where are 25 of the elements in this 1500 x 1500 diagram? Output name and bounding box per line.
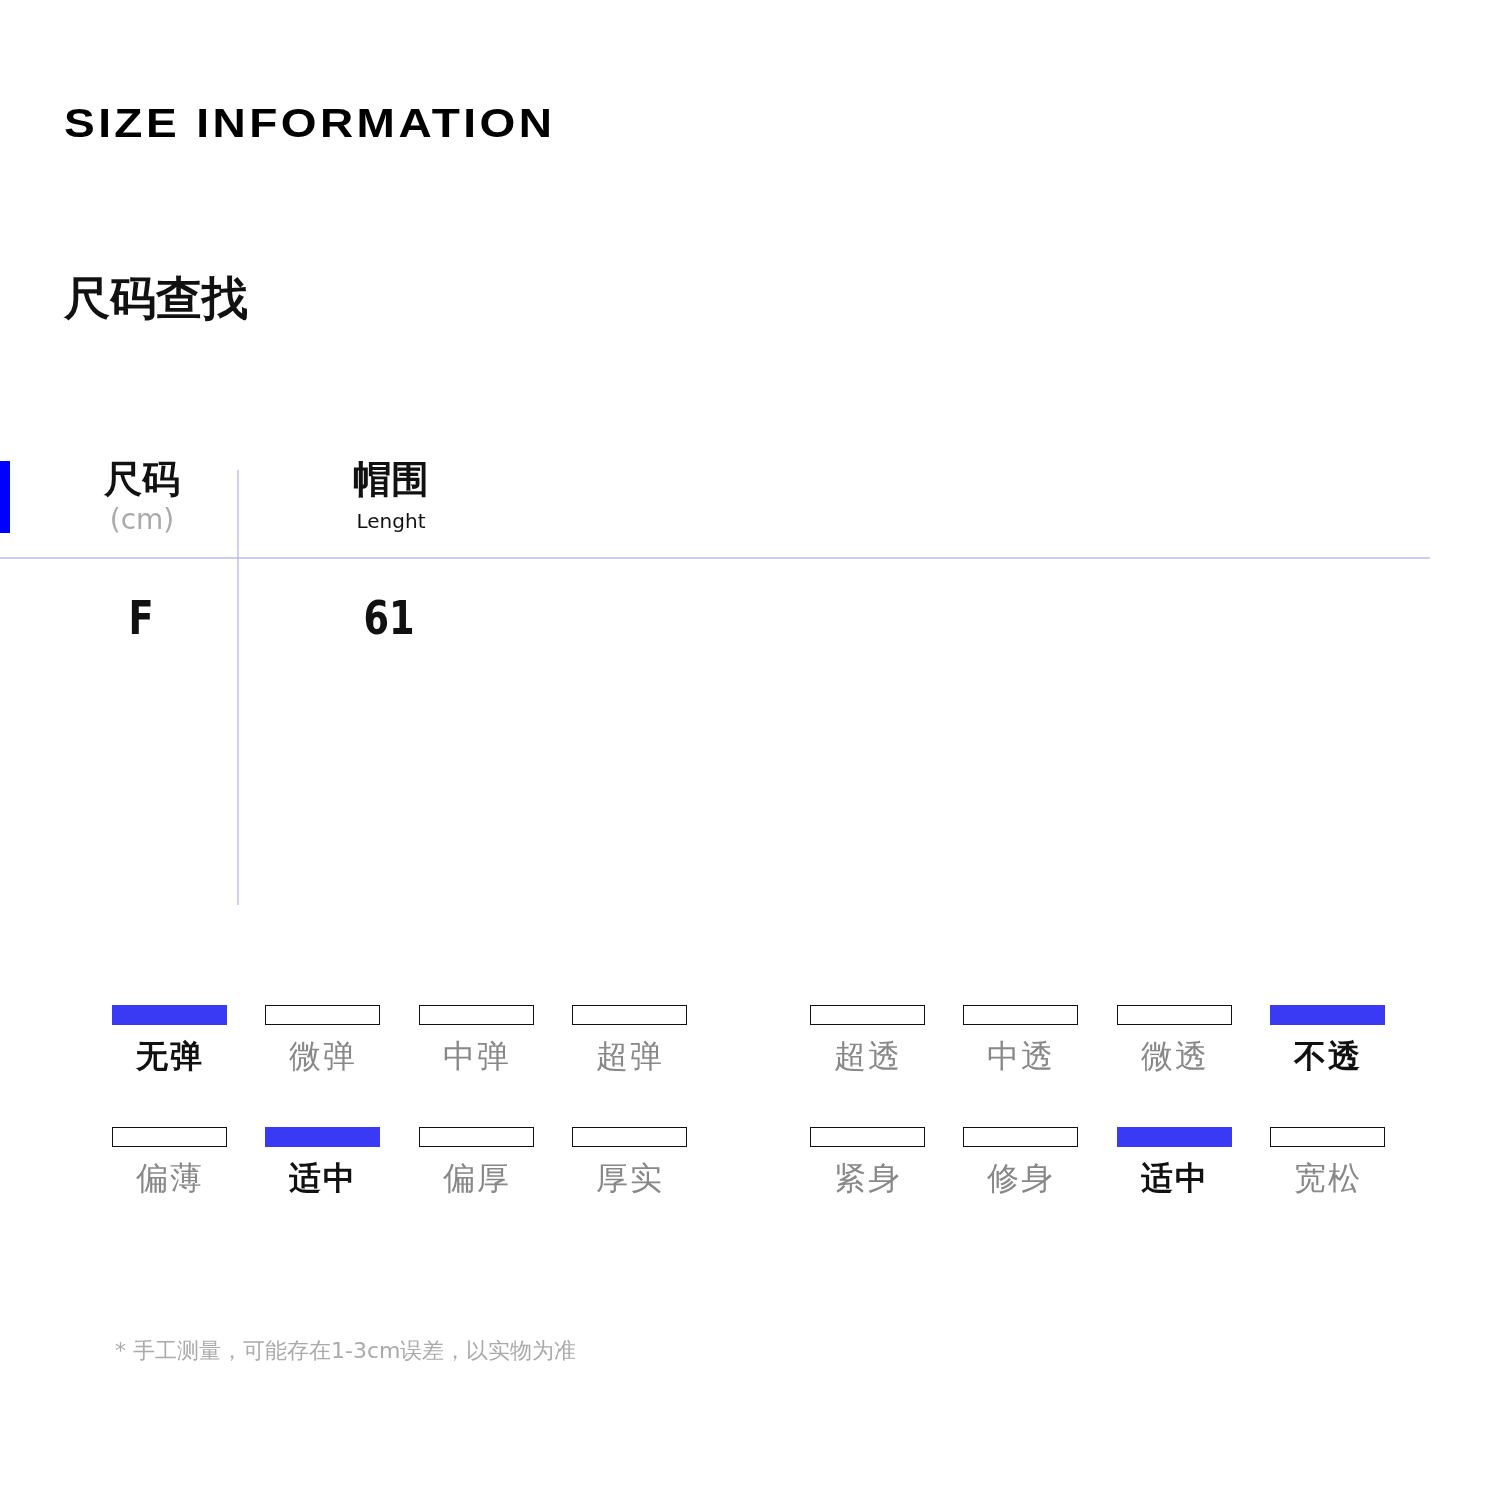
column-header: 尺码 — [104, 458, 180, 502]
option-label: 适中 — [1140, 1158, 1209, 1199]
option-label: 微弹 — [288, 1036, 357, 1077]
table-cell: 61 — [363, 592, 415, 645]
option-label: 修身 — [986, 1158, 1055, 1199]
table-cell: F — [128, 592, 154, 645]
unit-label: (cm) — [109, 504, 175, 537]
footnote: * 手工测量，可能存在1-3cm误差，以实物为准 — [115, 1338, 577, 1364]
column-header: 帽围 — [353, 458, 429, 502]
option-label: 厚实 — [595, 1158, 664, 1199]
option-label: 微透 — [1140, 1036, 1209, 1077]
option-label: 适中 — [288, 1158, 357, 1199]
option-label: 中透 — [986, 1036, 1055, 1077]
option-label: 紧身 — [833, 1158, 902, 1199]
option-label: 超弹 — [595, 1036, 664, 1077]
option-label: 无弹 — [135, 1036, 204, 1077]
option-label: 偏薄 — [135, 1158, 204, 1199]
option-label: 偏厚 — [442, 1158, 511, 1199]
column-subheader: Lenght — [356, 510, 426, 533]
page-title: SIZE INFORMATION — [64, 100, 556, 146]
option-label: 中弹 — [442, 1036, 511, 1077]
section-heading: 尺码查找 — [64, 272, 248, 325]
option-label: 不透 — [1293, 1036, 1362, 1077]
option-label: 超透 — [833, 1036, 902, 1077]
option-label: 宽松 — [1293, 1158, 1362, 1199]
